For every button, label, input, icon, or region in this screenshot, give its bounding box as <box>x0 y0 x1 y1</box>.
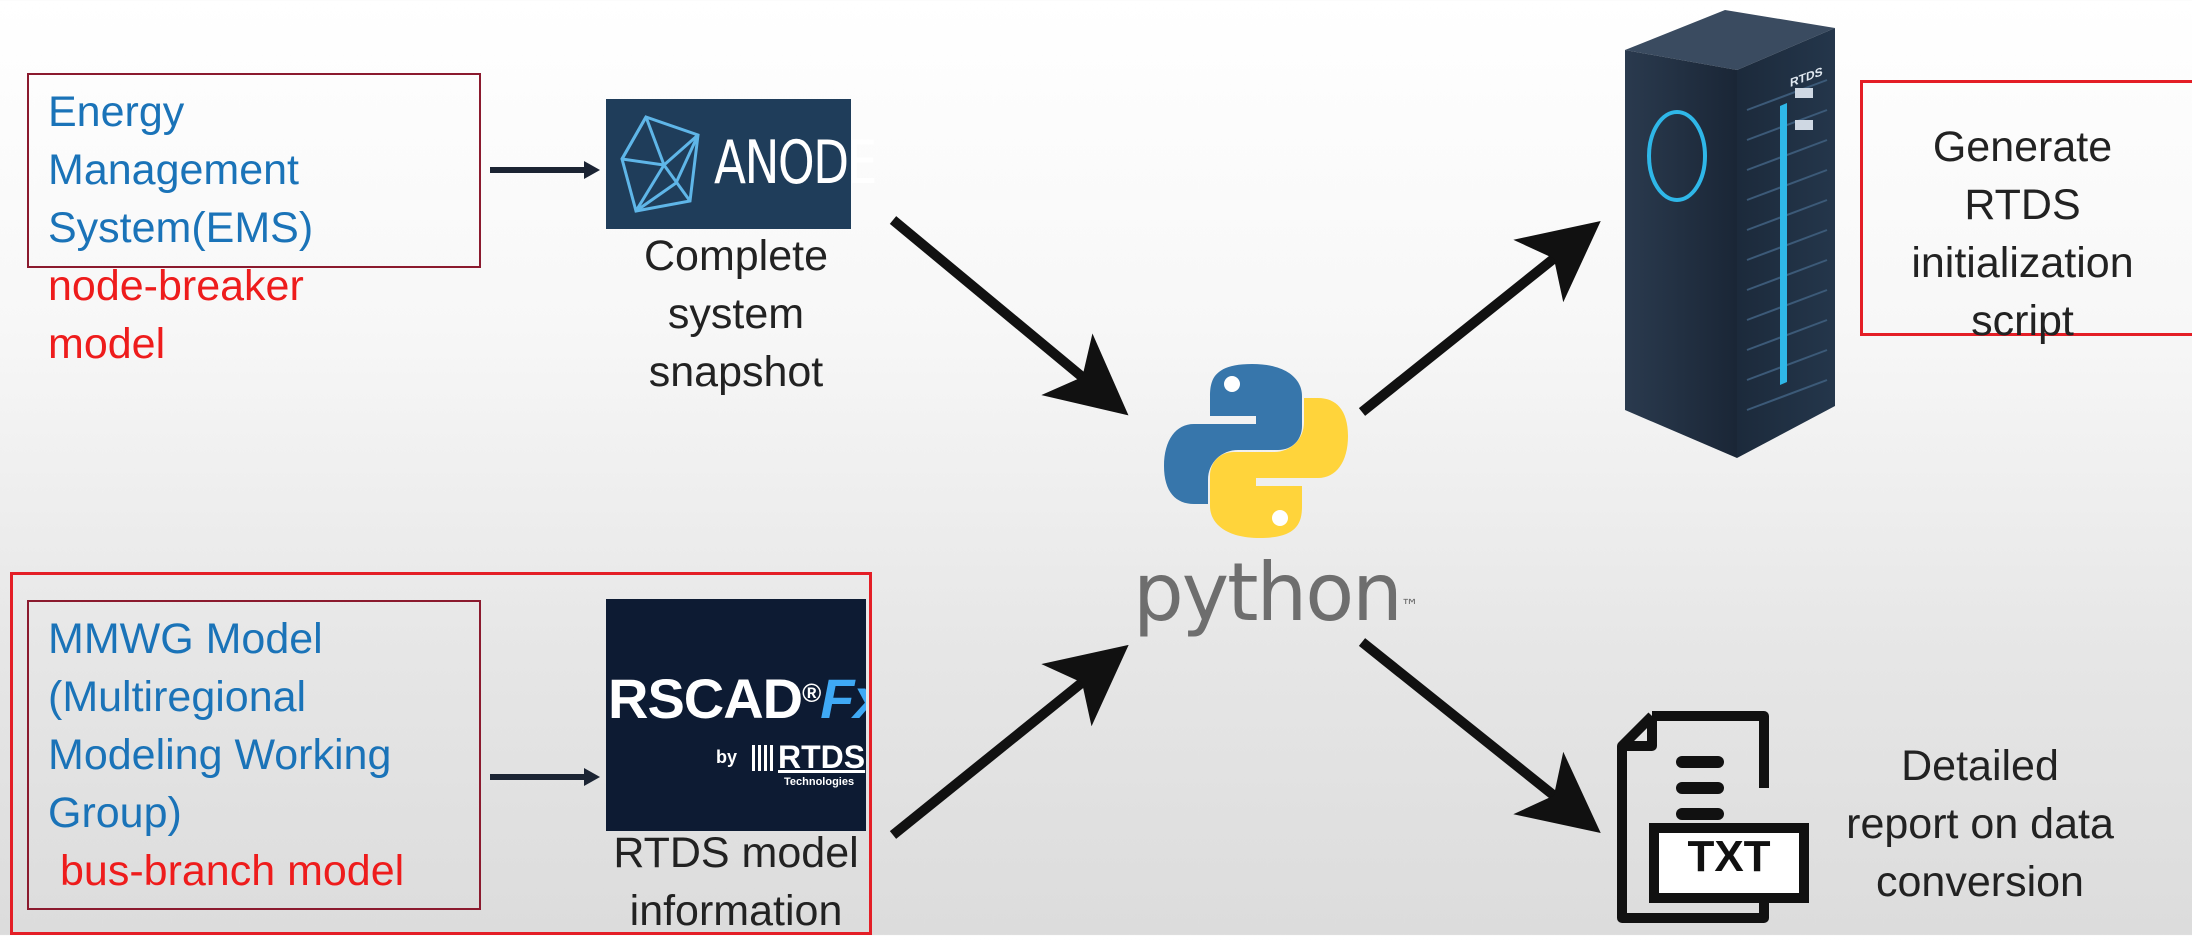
txt-file-label: TXT <box>1687 832 1771 881</box>
anode-network-icon <box>620 115 700 213</box>
mmwg-label-line2: (Multiregional <box>48 673 307 721</box>
rtds-server-icon <box>1625 10 1835 458</box>
python-wordmark: python™ <box>1133 545 1419 641</box>
rtds-logo-text: RTDS <box>778 739 866 775</box>
rscad-highlight-box <box>10 572 872 935</box>
anode-caption-line2: system <box>667 290 805 338</box>
rscad-caption-line2: information <box>629 887 843 935</box>
rscad-text: RSCAD <box>608 667 803 730</box>
anode-logo: ANODE <box>606 99 877 229</box>
anode-caption-line3: snapshot <box>648 348 824 396</box>
rscad-logo: RSCAD®Fx by RTDS Technologies <box>606 599 866 831</box>
txt-file-icon <box>1617 711 1809 923</box>
rscad-by-text: by <box>716 747 738 767</box>
mmwg-label-line4: Group) <box>48 789 182 837</box>
ems-box <box>27 73 481 268</box>
mmwg-label-line3: Modeling Working <box>48 731 392 779</box>
report-line3: conversion <box>1876 858 2084 906</box>
python-tm: ™ <box>1400 596 1419 617</box>
arrow-rscad-to-python <box>889 644 1129 839</box>
anode-caption-line1: Complete <box>643 232 829 280</box>
python-logo-icon <box>1164 364 1348 538</box>
mmwg-model-type: bus-branch model <box>60 847 405 895</box>
python-wordmark-text: python <box>1133 546 1403 639</box>
arrow-python-to-rtds <box>1358 221 1601 416</box>
anode-logo-text: ANODE <box>714 128 877 198</box>
generate-line1: Generate <box>1932 123 2113 171</box>
ems-model-type-line2: model <box>48 320 166 368</box>
rscad-logo-main: RSCAD®Fx <box>608 667 866 731</box>
arrow-anode-to-python <box>889 216 1129 416</box>
rtds-technologies-text: Technologies <box>784 776 855 788</box>
ems-model-type-line1: node-breaker <box>48 262 304 310</box>
generate-line3: initialization <box>1911 239 2134 287</box>
rscad-fx-text: Fx <box>820 667 866 730</box>
ems-label-line2: Management <box>48 146 299 194</box>
generate-script-box <box>1860 80 2192 336</box>
mmwg-label-line1: MMWG Model <box>48 615 323 663</box>
mmwg-box <box>27 600 481 910</box>
generate-line4: script <box>1971 297 2074 345</box>
report-line1: Detailed <box>1901 742 2059 790</box>
arrow-python-to-txt <box>1358 638 1601 833</box>
report-line2: report on data <box>1846 800 2114 848</box>
ems-label-line1: Energy <box>48 88 185 136</box>
rscad-registered-mark: ® <box>802 678 821 708</box>
generate-line2: RTDS <box>1964 181 2081 229</box>
rtds-stripes-icon <box>752 745 776 771</box>
ems-label-line3: System(EMS) <box>48 204 314 252</box>
rscad-caption-line1: RTDS model <box>613 829 859 877</box>
